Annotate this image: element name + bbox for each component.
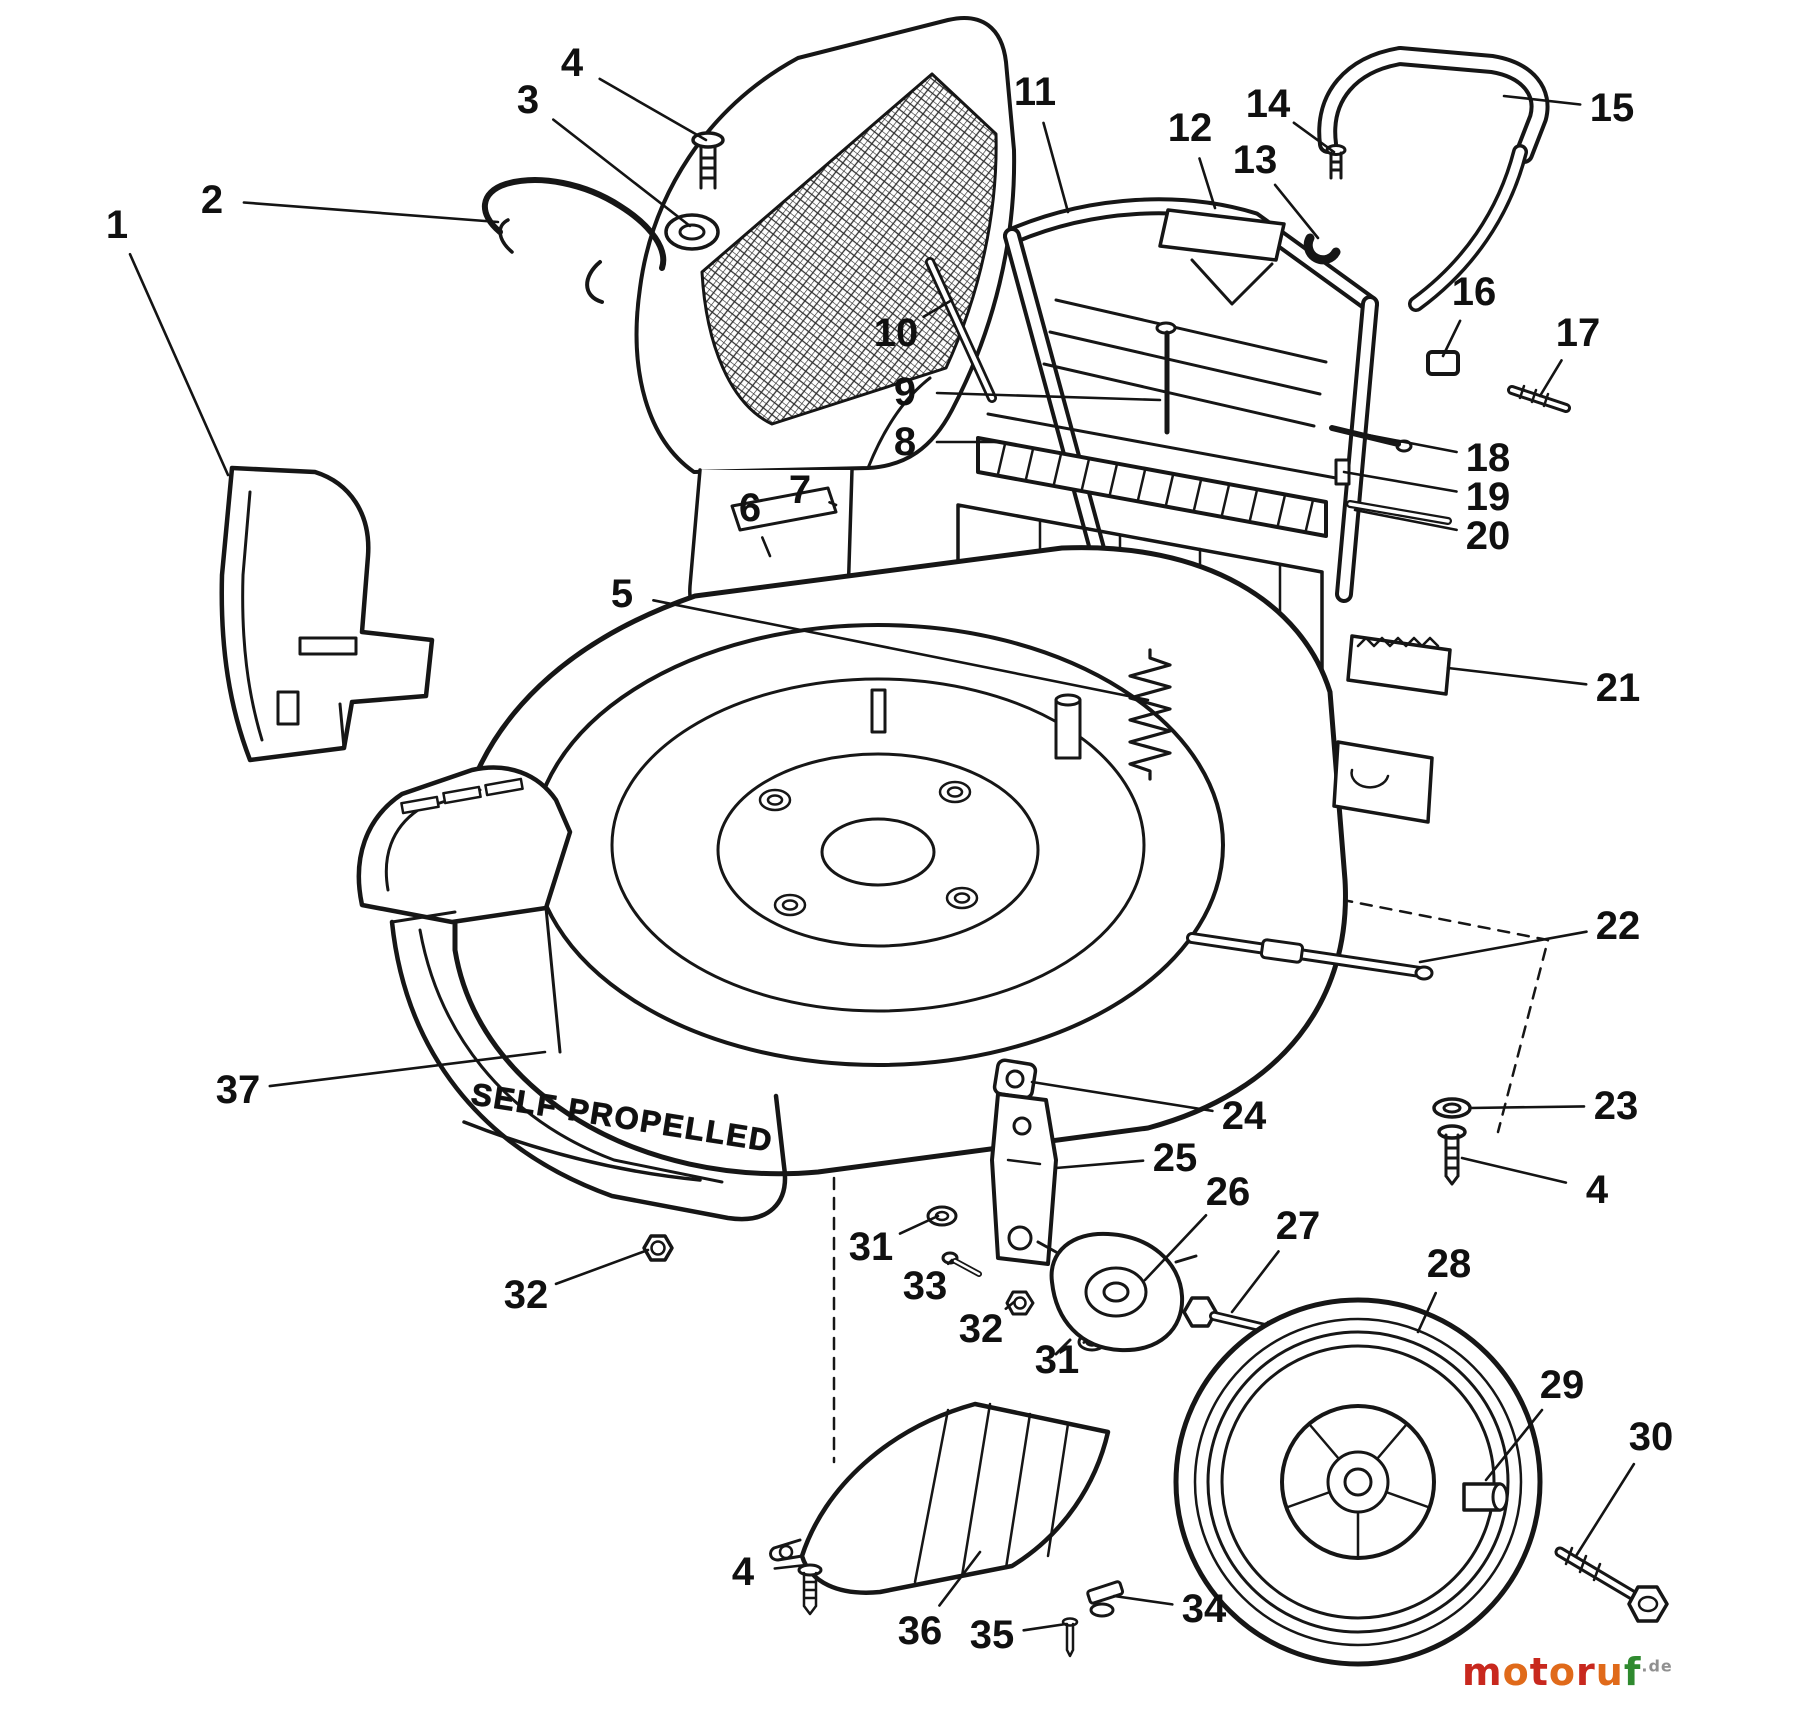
part-number-callout: 32 [958, 1307, 1004, 1351]
part-number-callout: 26 [1205, 1170, 1251, 1214]
handle-assembly [925, 46, 1571, 603]
part-number-callout: 37 [215, 1068, 261, 1112]
hex-nut [642, 1234, 674, 1262]
callout-leader-lines [128, 77, 1636, 1632]
watermark-word: motoruf [1462, 1650, 1641, 1694]
watermark-logo[interactable]: motoruf.de [1462, 1650, 1673, 1694]
part-number-callout: 8 [893, 420, 917, 464]
grass-bag-cover [481, 16, 1017, 644]
part-number-callout: 19 [1465, 475, 1511, 519]
watermark-letter: o [1502, 1650, 1530, 1694]
decal-plate [730, 486, 838, 532]
washer [926, 1205, 958, 1227]
part-number-callout: 33 [902, 1264, 948, 1308]
part-number-callout: 35 [969, 1613, 1015, 1657]
part-number-callout: 34 [1181, 1587, 1227, 1631]
part-number-callout: 12 [1167, 106, 1213, 150]
cable-clip [1303, 233, 1341, 265]
front-skirt [389, 919, 788, 1222]
flat-washer [1432, 1097, 1472, 1119]
part-number-callout: 16 [1451, 270, 1497, 314]
part-number-callout: 4 [731, 1550, 755, 1594]
spacer-bushing [1426, 350, 1460, 376]
part-number-callout: 17 [1555, 311, 1601, 355]
part-number-callout: 24 [1221, 1094, 1267, 1138]
part-number-callout: 4 [560, 41, 584, 85]
watermark-letter: u [1595, 1650, 1624, 1694]
wheel-assembly [1173, 1297, 1669, 1667]
height-adjuster-bracket [1346, 634, 1452, 696]
rear-axle-parts [1186, 932, 1472, 1186]
hex-bolt [1437, 1124, 1467, 1140]
part-number-callout: 28 [1426, 1242, 1472, 1286]
part-number-callout: 21 [1595, 666, 1641, 710]
part-number-callout: 6 [738, 486, 762, 530]
part-number-callout: 36 [897, 1609, 943, 1653]
part-number-callout: 32 [503, 1273, 549, 1317]
hex-nut [1005, 1290, 1035, 1316]
part-number-callout: 4 [1585, 1168, 1609, 1212]
part-number-callout: 9 [893, 370, 917, 414]
part-number-callout: 14 [1245, 82, 1291, 126]
part-number-callout: 2 [200, 178, 224, 222]
watermark-letter: o [1548, 1650, 1576, 1694]
watermark-suffix: .de [1641, 1656, 1673, 1676]
bag-lock-ring [664, 213, 720, 251]
part-number-callout: 18 [1465, 436, 1511, 480]
watermark-letter: t [1529, 1650, 1549, 1694]
console-plate [1158, 208, 1286, 262]
side-discharge-plate [219, 465, 435, 763]
part-number-callout: 11 [1013, 70, 1057, 114]
part-number-callout: 3 [516, 78, 540, 122]
shoulder-bolt [1182, 1296, 1218, 1328]
part-number-callout: 1 [105, 203, 129, 247]
door-spring [1128, 648, 1172, 781]
rear-door [976, 436, 1328, 538]
part-number-callout: 29 [1539, 1363, 1585, 1407]
wheel-bracket [990, 1092, 1058, 1266]
mower-deck-housing [356, 486, 1452, 1222]
part-number-callout: 20 [1465, 514, 1511, 558]
part-number-callout: 25 [1152, 1136, 1198, 1180]
chute-clip [1086, 1580, 1125, 1605]
part-number-callout: 13 [1232, 138, 1278, 182]
part-number-callout: 7 [788, 468, 812, 512]
part-number-callout: 10 [873, 311, 919, 355]
part-number-callout: 22 [1595, 904, 1641, 948]
deflector-chute [769, 1401, 1125, 1658]
gear-housing [1049, 1231, 1185, 1353]
part-number-callout: 27 [1275, 1204, 1321, 1248]
part-number-callout: 31 [848, 1225, 894, 1269]
part-number-callout: 30 [1628, 1415, 1674, 1459]
part-number-callout: 15 [1589, 86, 1635, 130]
part-number-callout: 5 [610, 572, 634, 616]
watermark-letter: m [1462, 1650, 1503, 1694]
watermark-letter: f [1623, 1650, 1642, 1694]
part-number-callout: 31 [1034, 1338, 1080, 1382]
part-number-callout: 23 [1593, 1084, 1639, 1128]
watermark-letter: r [1576, 1650, 1596, 1694]
